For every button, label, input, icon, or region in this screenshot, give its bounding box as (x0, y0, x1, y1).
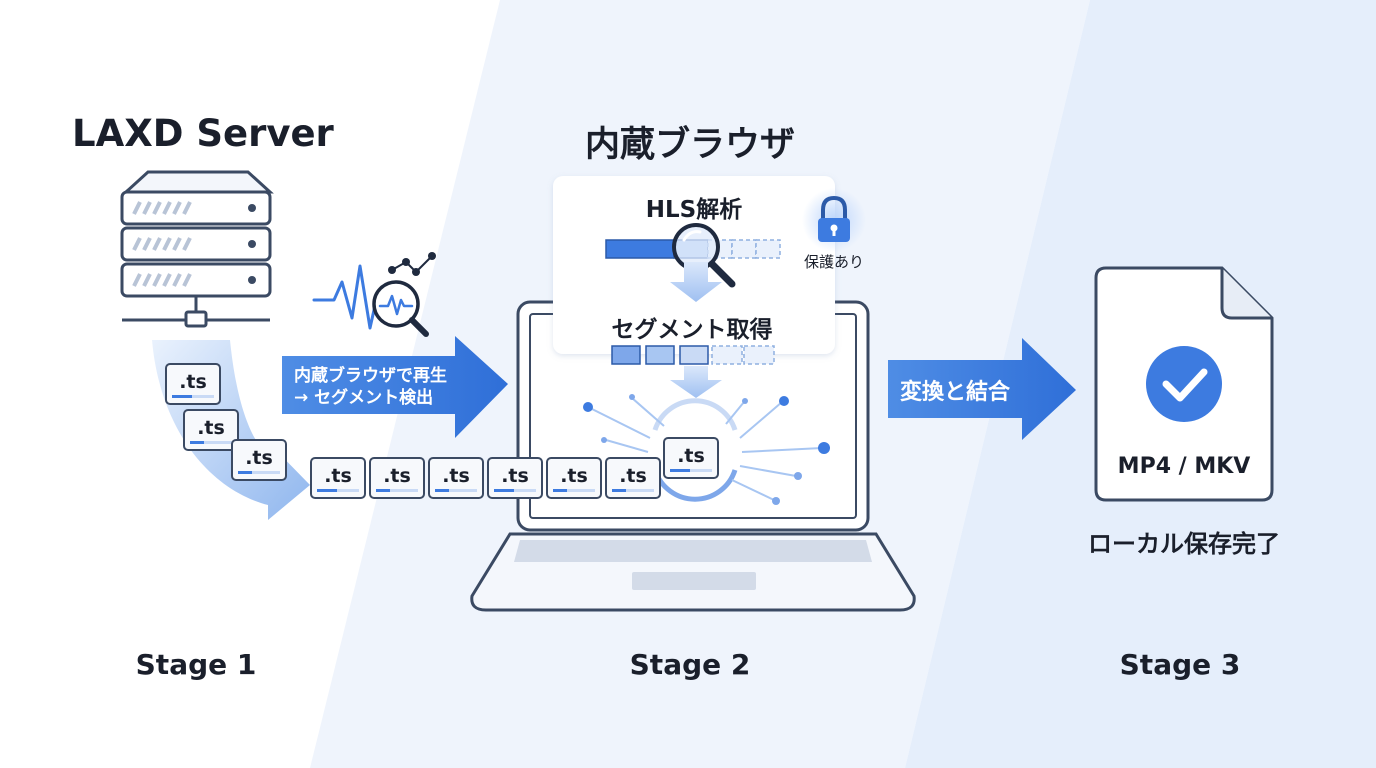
down-arrow-2 (670, 366, 722, 398)
ts-segment-chip: .ts (231, 439, 287, 481)
server-icon (120, 170, 274, 328)
ts-segment-label: .ts (677, 445, 705, 467)
ts-segment-label: .ts (245, 447, 273, 469)
ts-segment-chip: .ts (165, 363, 221, 405)
waveform-magnifier-icon (312, 252, 436, 337)
ts-segment-label: .ts (560, 465, 588, 487)
protected-label: 保護あり (803, 253, 865, 271)
stage-3-label: Stage 3 (1119, 648, 1241, 681)
ts-segment-label: .ts (324, 465, 352, 487)
right-arrow-icon (888, 338, 1076, 440)
hls-analysis-label: HLS解析 (645, 197, 743, 223)
ts-segment-label: .ts (179, 371, 207, 393)
ts-segment-chip: .ts (487, 457, 543, 499)
play-detect-line2: → セグメント検出 (294, 388, 434, 408)
ts-segment-label: .ts (197, 417, 225, 439)
ts-segment-chip: .ts (605, 457, 661, 499)
down-arrow-1 (670, 262, 722, 302)
checkmark-icon (1146, 346, 1222, 422)
stage-1-label: Stage 1 (135, 648, 257, 681)
ts-segment-chip: .ts (546, 457, 602, 499)
ts-segment-label: .ts (619, 465, 647, 487)
stage-2-label: Stage 2 (629, 648, 751, 681)
convert-merge-text: 変換と結合 (900, 380, 1011, 405)
right-arrow-icon (282, 336, 508, 438)
play-detect-line1: 内蔵ブラウザで再生 (294, 366, 447, 386)
file-format-label: MP4 / MKV (1117, 454, 1251, 479)
ts-segment-label: .ts (442, 465, 470, 487)
save-status-label: ローカル保存完了 (1088, 530, 1280, 558)
segment-fetch-label: セグメント取得 (611, 317, 773, 343)
ts-segment-chip: .ts (310, 457, 366, 499)
browser-title: 内蔵ブラウザ (584, 125, 796, 165)
ts-segment-label: .ts (501, 465, 529, 487)
segment-chips: .ts .ts .ts .ts .ts .ts .ts .ts .ts .ts (165, 363, 719, 499)
ts-segment-chip: .ts (428, 457, 484, 499)
segment-progress-bar (611, 345, 775, 365)
ts-segment-chip: .ts (369, 457, 425, 499)
server-title: LAXD Server (72, 112, 334, 155)
ts-segment-chip: .ts (663, 437, 719, 479)
lock-icon (802, 188, 866, 252)
play-detect-arrow-text: 内蔵ブラウザで再生 → セグメント検出 (294, 365, 447, 409)
ts-segment-chip: .ts (183, 409, 239, 451)
ts-segment-label: .ts (383, 465, 411, 487)
